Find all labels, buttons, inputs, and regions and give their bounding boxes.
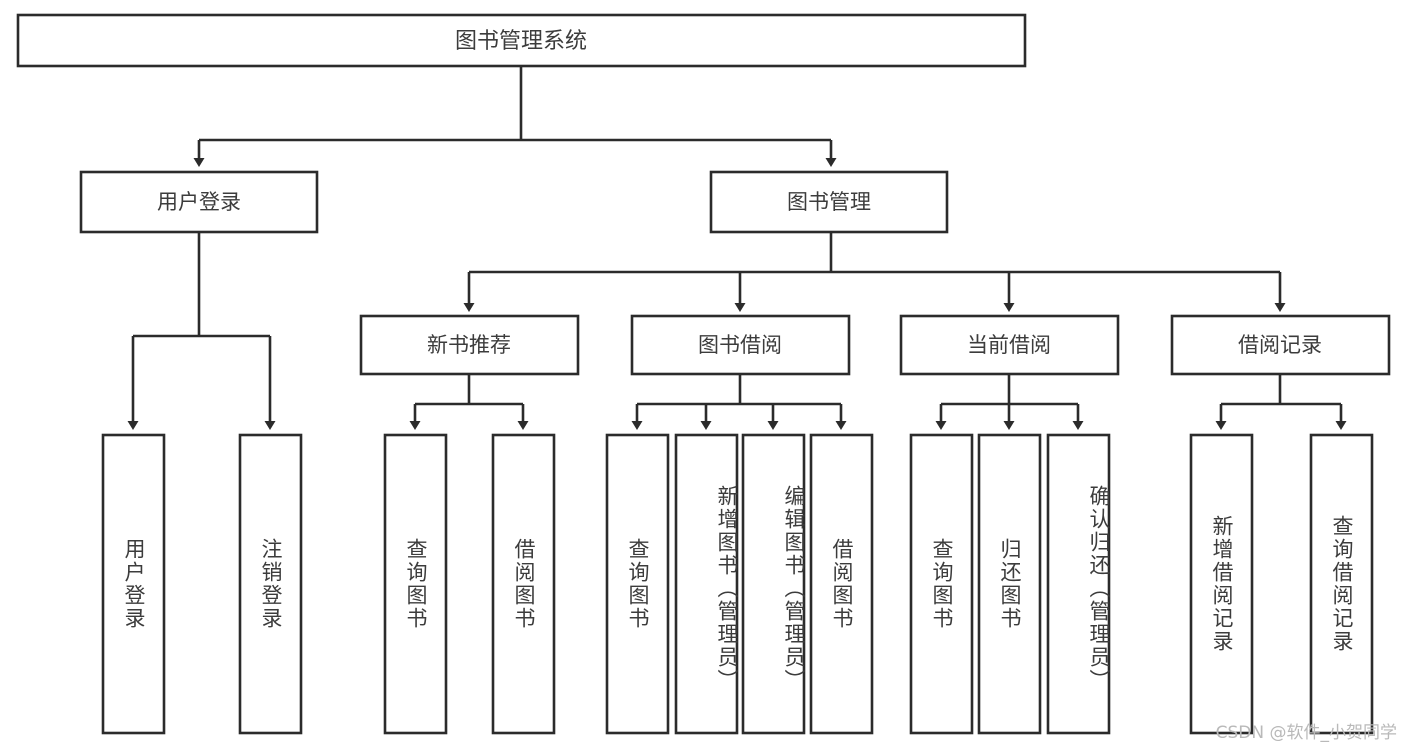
node-user-login[interactable]: 用户登录: [79, 170, 319, 234]
node-current-borrow-label: 当前借阅: [967, 333, 1051, 357]
leaf-user-login-0[interactable]: [101, 433, 166, 735]
connector-root-to-level2: [193, 66, 837, 167]
node-book-management-label: 图书管理: [787, 190, 871, 214]
leaf-borrow-record-0[interactable]: [1189, 433, 1254, 735]
node-user-login-label: 用户登录: [157, 190, 241, 214]
leaf-current-borrow-2[interactable]: [1046, 433, 1111, 735]
node-root[interactable]: 图书管理系统: [16, 13, 1027, 68]
node-book-management[interactable]: 图书管理: [709, 170, 949, 234]
leaf-current-borrow-1[interactable]: [977, 433, 1042, 735]
connector-bookborrow-to-leaves: [631, 374, 847, 430]
leaf-book-borrow-3[interactable]: [809, 433, 874, 735]
node-borrow-record-label: 借阅记录: [1238, 333, 1322, 357]
connector-userlogin-to-leaves: [127, 232, 276, 430]
connector-currentborrow-to-leaves: [935, 374, 1084, 430]
leaf-new-book-recommend-1[interactable]: [491, 433, 556, 735]
node-current-borrow[interactable]: 当前借阅: [899, 314, 1120, 376]
leaf-borrow-record-1[interactable]: [1309, 433, 1374, 735]
node-book-borrow-label: 图书借阅: [698, 333, 782, 357]
leaf-book-borrow-2[interactable]: [741, 433, 806, 735]
leaf-book-borrow-1[interactable]: [674, 433, 739, 735]
leaf-user-login-1[interactable]: [238, 433, 303, 735]
connector-newbook-to-leaves: [409, 374, 529, 430]
node-new-book-recommend[interactable]: 新书推荐: [359, 314, 580, 376]
leaf-book-borrow-0[interactable]: [605, 433, 670, 735]
leaf-current-borrow-0[interactable]: [909, 433, 974, 735]
watermark: CSDN @软件_小贺同学: [1215, 723, 1397, 743]
leaf-new-book-recommend-0[interactable]: [383, 433, 448, 735]
node-root-label: 图书管理系统: [455, 29, 587, 54]
node-borrow-record[interactable]: 借阅记录: [1170, 314, 1391, 376]
node-book-borrow[interactable]: 图书借阅: [630, 314, 851, 376]
connector-borrowrecord-to-leaves: [1215, 374, 1347, 430]
connector-bookmgmt-to-level3: [463, 232, 1286, 312]
node-new-book-recommend-label: 新书推荐: [427, 333, 511, 357]
